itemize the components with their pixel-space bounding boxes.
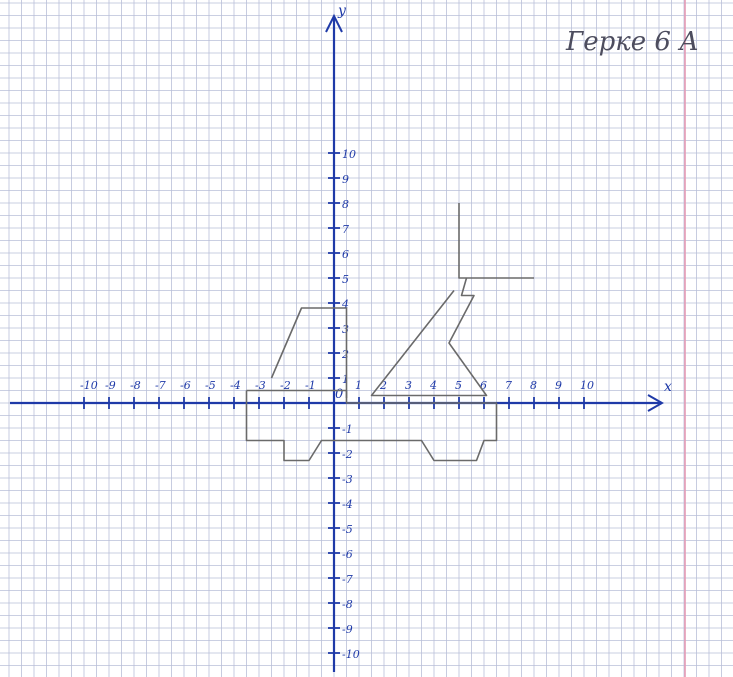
cabin	[270, 307, 348, 398]
x-tick-label: -9	[105, 379, 116, 392]
y-tick-label: 9	[342, 173, 349, 186]
crane-arm	[370, 277, 488, 397]
y-tick-label: -4	[342, 498, 353, 511]
y-tick-label: 1	[342, 373, 349, 386]
y-tick-label: 4	[341, 298, 349, 311]
x-axis-label: x	[664, 379, 672, 395]
x-tick-label: -8	[130, 379, 141, 392]
y-tick-label: -1	[342, 423, 353, 436]
x-tick-label: 9	[555, 379, 562, 392]
y-axis-label: y	[337, 3, 347, 19]
x-tick-label: -10	[80, 379, 98, 392]
y-axis-ticks: 10 9 8 7 6 5 4 3 2 1 -1 -2 -3 -4 -5 -6 -7 -8 -9 -10	[328, 148, 360, 661]
x-tick-label: -2	[280, 379, 291, 392]
x-tick-label: 7	[505, 379, 512, 392]
x-tick-label: 5	[455, 379, 462, 392]
x-tick-label: -1	[305, 379, 316, 392]
x-tick-label: 2	[379, 379, 387, 392]
pencil-figure	[245, 203, 534, 462]
y-tick-label: 6	[342, 248, 349, 261]
y-tick-label: -6	[342, 548, 353, 561]
y-tick-label: -8	[342, 598, 353, 611]
x-tick-label: 1	[355, 379, 362, 392]
x-tick-label: -6	[180, 379, 191, 392]
x-tick-label: 6	[480, 379, 487, 392]
x-tick-label: 8	[530, 379, 537, 392]
y-tick-label: -5	[342, 523, 353, 536]
y-tick-label: 3	[342, 323, 349, 336]
x-tick-label: -4	[230, 379, 241, 392]
x-tick-label: 3	[405, 379, 412, 392]
truck-body	[245, 389, 498, 462]
y-tick-label: -10	[342, 648, 360, 661]
triangle-flag	[458, 203, 534, 279]
y-tick-label: 2	[341, 348, 349, 361]
x-tick-label: 10	[580, 379, 594, 392]
y-tick-label: -3	[342, 473, 353, 486]
y-tick-label: -9	[342, 623, 353, 636]
y-tick-label: 5	[342, 273, 349, 286]
origin-label: 0	[335, 387, 343, 402]
y-axis	[325, 13, 343, 672]
x-tick-label: -3	[255, 379, 266, 392]
y-tick-label: 8	[342, 198, 349, 211]
x-tick-label: -5	[205, 379, 216, 392]
y-tick-label: 7	[342, 223, 349, 236]
x-tick-label: -7	[155, 379, 166, 392]
student-name: Герке 6 А	[565, 27, 699, 57]
y-tick-label: -2	[342, 448, 353, 461]
y-tick-label: 10	[342, 148, 356, 161]
x-tick-label: 4	[429, 379, 437, 392]
y-tick-label: -7	[342, 573, 353, 586]
